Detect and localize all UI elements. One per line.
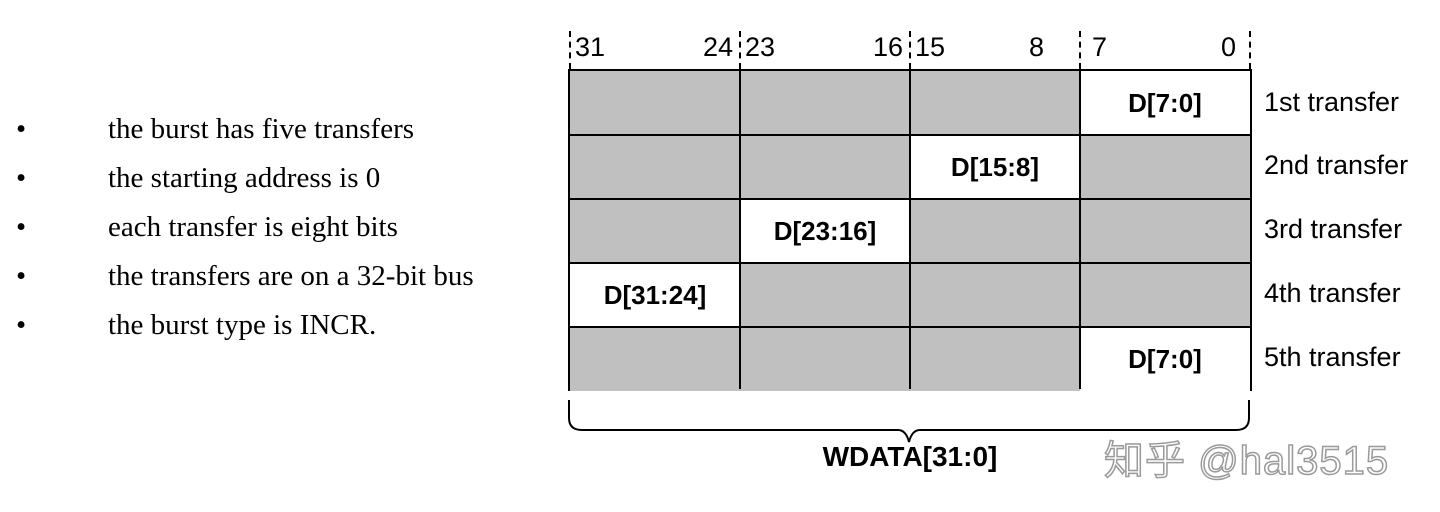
lane-boundary-tick [569, 31, 571, 69]
bullet-text: each transfer is eight bits [108, 211, 398, 243]
bullet-marker: • [16, 211, 27, 243]
inactive-byte-lane [910, 327, 1080, 391]
bit-label-15: 15 [915, 32, 946, 62]
inactive-byte-lane [910, 199, 1080, 263]
lane-boundary-tick [909, 31, 911, 69]
bus-label: WDATA[31:0] [822, 441, 998, 472]
bit-label-16: 16 [873, 32, 904, 62]
row-divider [570, 326, 1250, 328]
row-divider [570, 262, 1250, 264]
lane-divider [739, 71, 741, 389]
byte-lane-grid: D[7:0]D[15:8]D[23:16]D[31:24]D[7:0] [568, 69, 1252, 391]
bit-label-0: 0 [1221, 32, 1237, 62]
inactive-byte-lane [1080, 135, 1250, 199]
active-byte-lane: D[15:8] [910, 135, 1080, 199]
inactive-byte-lane [570, 71, 740, 135]
transfer-label: 2nd transfer [1264, 150, 1409, 180]
bit-label-23: 23 [745, 32, 776, 62]
transfer-label: 5th transfer [1264, 342, 1401, 372]
bullet-marker: • [16, 260, 27, 292]
bullet-text: the starting address is 0 [108, 162, 381, 194]
bullet-marker: • [16, 162, 27, 194]
bit-label-24: 24 [703, 32, 734, 62]
watermark: 知乎 @hal3515 [1103, 438, 1390, 484]
lane-divider [909, 71, 911, 389]
inactive-byte-lane [570, 135, 740, 199]
transfer-label: 3rd transfer [1264, 214, 1403, 244]
inactive-byte-lane [1080, 263, 1250, 327]
row-divider [570, 134, 1250, 136]
bullet-marker: • [16, 309, 27, 341]
active-byte-lane: D[7:0] [1080, 327, 1250, 391]
inactive-byte-lane [740, 327, 910, 391]
inactive-byte-lane [740, 135, 910, 199]
inactive-byte-lane [570, 327, 740, 391]
inactive-byte-lane [1080, 199, 1250, 263]
inactive-byte-lane [740, 263, 910, 327]
bullet-text: the burst has five transfers [108, 113, 415, 145]
bit-label-8: 8 [1029, 32, 1045, 62]
row-divider [570, 198, 1250, 200]
bit-label-7: 7 [1092, 32, 1108, 62]
inactive-byte-lane [570, 199, 740, 263]
lane-boundary-tick [739, 31, 741, 69]
bullet-text: the burst type is INCR. [108, 309, 377, 341]
active-byte-lane: D[7:0] [1080, 71, 1250, 135]
bus-bracket [568, 400, 1250, 443]
bullet-marker: • [16, 113, 27, 145]
transfer-label: 1st transfer [1264, 87, 1400, 117]
active-byte-lane: D[31:24] [570, 263, 740, 327]
bullet-text: the transfers are on a 32-bit bus [108, 260, 474, 292]
lane-boundary-tick [1249, 31, 1251, 69]
bit-label-31: 31 [575, 32, 606, 62]
inactive-byte-lane [910, 71, 1080, 135]
inactive-byte-lane [740, 71, 910, 135]
transfer-label: 4th transfer [1264, 278, 1401, 308]
lane-divider [1079, 71, 1081, 389]
inactive-byte-lane [910, 263, 1080, 327]
active-byte-lane: D[23:16] [740, 199, 910, 263]
lane-boundary-tick [1079, 31, 1081, 69]
